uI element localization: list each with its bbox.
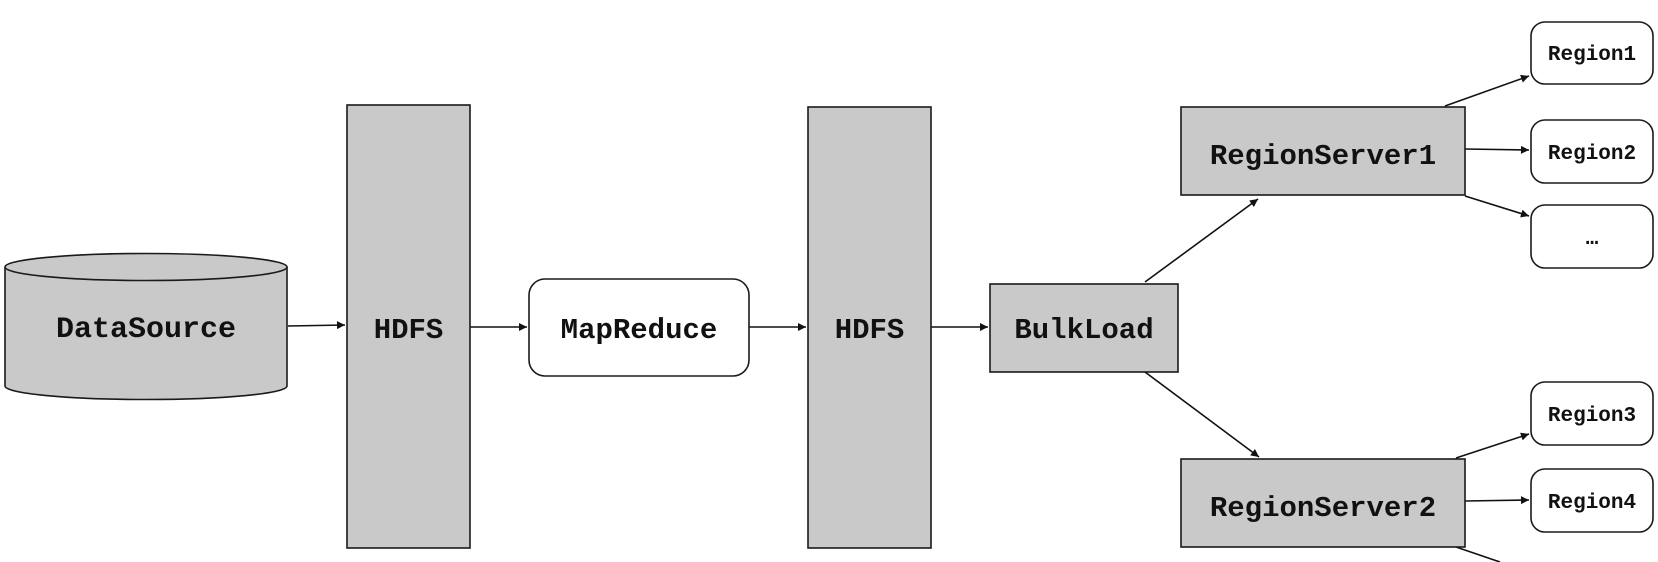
region1-node: Region1 [1530, 21, 1654, 85]
edge-bulkload-regionserver1 [1144, 198, 1259, 283]
region2-node: Region2 [1530, 119, 1654, 184]
region1-label: Region1 [1548, 44, 1636, 67]
edge-regionserver2-offscreen [1455, 546, 1501, 562]
region4-box [1530, 468, 1654, 533]
edge-datasource-hdfs1 [287, 321, 346, 330]
edges [287, 74, 1530, 562]
regionserver1-label: RegionServer1 [1210, 140, 1436, 173]
regionserver2-label: RegionServer2 [1210, 492, 1436, 525]
datasource-cylinder-top [4, 252, 288, 282]
region-more-box [1530, 204, 1654, 269]
edge-regionserver2-region3 [1455, 432, 1530, 459]
bulkload-box [989, 283, 1179, 373]
region-more-label: … [1586, 228, 1599, 251]
edge-regionserver1-region-more [1464, 195, 1530, 218]
regionserver2-node: RegionServer2 [1180, 458, 1466, 548]
mapreduce-box [528, 278, 750, 377]
bulkload-label: BulkLoad [1014, 314, 1153, 347]
region2-label: Region2 [1548, 143, 1636, 166]
region2-box [1530, 119, 1654, 184]
mapreduce-label: MapReduce [561, 314, 718, 347]
datasource-cylinder-body [4, 267, 288, 401]
regionserver1-node: RegionServer1 [1180, 106, 1466, 196]
hdfs1-box [346, 104, 471, 549]
hdfs2-node: HDFS [807, 106, 932, 549]
region3-label: Region3 [1548, 405, 1636, 428]
region4-node: Region4 [1530, 468, 1654, 533]
hdfs2-label: HDFS [835, 314, 905, 347]
region3-box [1530, 381, 1654, 446]
region4-label: Region4 [1548, 492, 1636, 515]
hdfs1-label: HDFS [374, 314, 444, 347]
region3-node: Region3 [1530, 381, 1654, 446]
bulkload-node: BulkLoad [989, 283, 1179, 373]
regionserver2-box [1180, 458, 1466, 548]
edge-bulkload-regionserver2 [1144, 371, 1260, 458]
datasource-label: DataSource [56, 313, 236, 347]
edge-regionserver2-region4 [1464, 496, 1530, 505]
mapreduce-node: MapReduce [528, 278, 750, 377]
edge-regionserver1-region1 [1444, 74, 1530, 107]
regionserver1-box [1180, 106, 1466, 196]
edge-regionserver1-region2 [1464, 145, 1530, 154]
hdfs2-box [807, 106, 932, 549]
datasource-node: DataSource [4, 252, 288, 401]
region-more-node: … [1530, 204, 1654, 269]
region1-box [1530, 21, 1654, 85]
hdfs1-node: HDFS [346, 104, 471, 549]
